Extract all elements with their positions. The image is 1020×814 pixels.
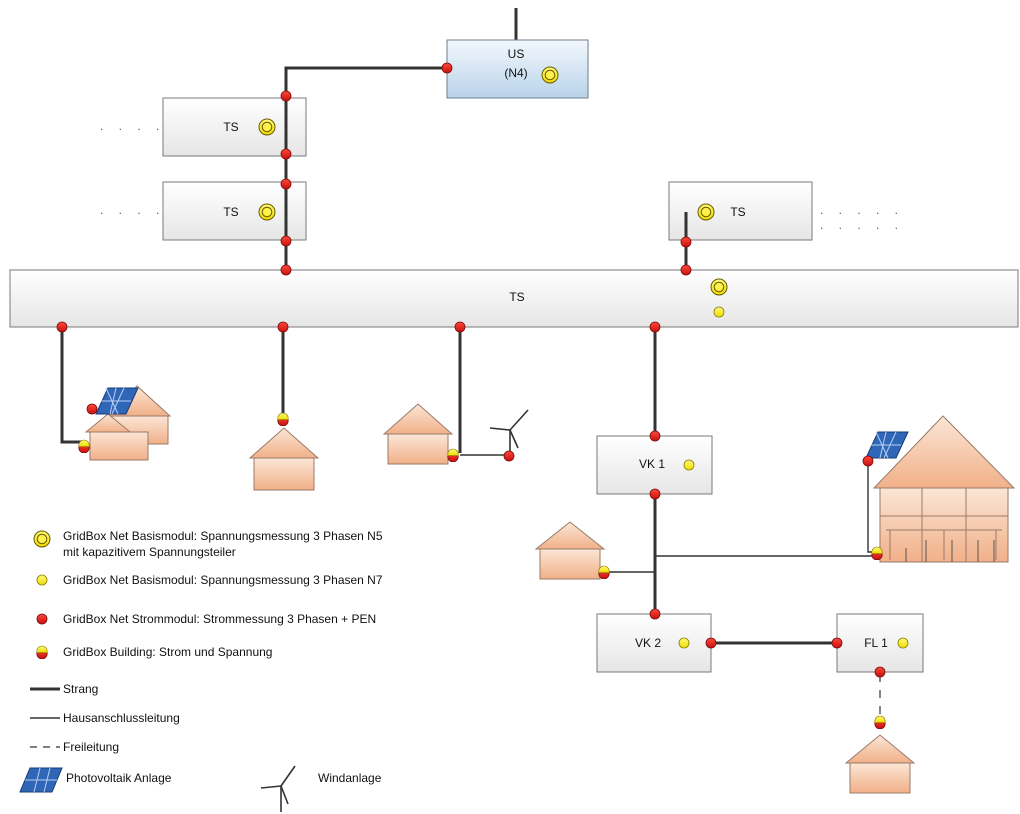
voltage-n5-ts-right[interactable] [697,203,715,221]
voltage-n7-vk2[interactable] [678,637,690,649]
current-ts-upper-bottom[interactable] [280,148,292,160]
current-feeder-2[interactable] [277,321,289,333]
vk2-box[interactable]: VK 2 [596,613,712,673]
legend-pv-icon [19,767,63,793]
voltage-n5-ts-bus[interactable] [710,278,728,296]
ts-bus-label: TS [509,290,524,304]
ts-right-box[interactable]: TS [668,181,813,241]
legend-freileitung-label: Freileitung [63,740,119,754]
vk2-label: VK 2 [635,636,661,650]
voltage-n5-ts-middle[interactable] [258,203,276,221]
building-vk-large[interactable] [871,546,883,560]
current-us-out[interactable] [441,62,453,74]
ts-bus-box[interactable]: TS [9,269,1019,328]
legend-n5-line1: GridBox Net Basismodul: Spannungsmessung… [63,529,383,543]
legend-n7-icon [36,574,48,586]
current-ts-bus-left-in[interactable] [280,264,292,276]
current-fl1-bottom[interactable] [874,666,886,678]
legend-hausanschluss-label: Hausanschlussleitung [63,711,180,725]
legend-wind-label: Windanlage [318,771,382,785]
ellipsis-left-upper: . . . . [100,119,165,133]
current-vk2-right[interactable] [705,637,717,649]
voltage-n5-ts-upper[interactable] [258,118,276,136]
current-wind[interactable] [503,450,515,462]
us-box[interactable]: US (N4) [446,39,589,99]
vk1-box[interactable]: VK 1 [596,435,713,495]
fl1-label: FL 1 [864,636,888,650]
vk1-label: VK 1 [639,457,665,471]
legend-wind-icon [260,765,296,812]
legend-n7-label: GridBox Net Basismodul: Spannungsmessung… [63,573,383,587]
pv-panel-feeder-1 [95,387,139,415]
ellipsis-left-middle: . . . . [100,203,165,217]
current-fl1-left[interactable] [831,637,843,649]
voltage-n7-fl1[interactable] [897,637,909,649]
legend-building-icon [36,645,48,659]
us-to-ts-line [284,66,447,270]
current-ts-middle-top[interactable] [280,178,292,190]
building-feeder-1[interactable] [78,439,90,453]
legend-strommodul-icon [36,613,48,625]
house-feeder-3 [382,403,454,465]
ts-upper-label: TS [223,120,238,134]
us-level-label: (N4) [504,66,527,80]
ts-middle-box[interactable]: TS [162,181,307,241]
ellipsis-right-row-1: . . . . . [820,203,904,217]
pv-riser-line [867,461,876,553]
current-feeder-3[interactable] [454,321,466,333]
legend: GridBox Net Basismodul: Spannungsmessung… [19,529,383,812]
current-vk1-top[interactable] [649,430,661,442]
house-feeder-2 [248,427,320,491]
house-fl1 [844,734,916,794]
building-feeder-2[interactable] [277,412,289,426]
strang-overlays [284,98,688,270]
fl1-box[interactable]: FL 1 [836,613,924,673]
current-pv-large-house[interactable] [862,455,874,467]
ts-right-label: TS [730,205,745,219]
pv-panel-large-house [865,431,909,459]
ellipsis-right-row-2: . . . . . [820,218,904,232]
current-vk2-top[interactable] [649,608,661,620]
legend-strang-label: Strang [63,682,98,696]
voltage-n7-ts-bus[interactable] [713,306,725,318]
current-pv-feeder-1[interactable] [86,403,98,415]
ts-middle-label: TS [223,205,238,219]
current-vk1-bottom[interactable] [649,488,661,500]
legend-n5-line2: mit kapazitivem Spannungsteiler [63,545,236,559]
legend-strommodul-label: GridBox Net Strommodul: Strommessung 3 P… [63,612,376,626]
house-feeder-1-front [84,413,149,461]
current-ts-right-bottom[interactable] [680,236,692,248]
current-ts-middle-bottom[interactable] [280,235,292,247]
legend-building-label: GridBox Building: Strom und Spannung [63,645,272,659]
current-feeder-1[interactable] [56,321,68,333]
house-vk-small [534,521,606,580]
legend-n5-icon [33,530,51,548]
us-name-label: US [508,47,525,61]
current-ts-bus-right-in[interactable] [680,264,692,276]
building-feeder-3[interactable] [447,448,459,462]
ts-upper-box[interactable]: TS [162,97,307,157]
voltage-n5-us[interactable] [541,66,559,84]
house-vk-large [872,415,1016,563]
current-feeder-4[interactable] [649,321,661,333]
wind-turbine-feeder-3 [489,409,529,456]
building-vk-small[interactable] [598,565,610,579]
current-ts-upper-top[interactable] [280,90,292,102]
legend-pv-label: Photovoltaik Anlage [66,771,172,785]
voltage-n7-vk1[interactable] [683,459,695,471]
feeder-1-line [60,327,84,444]
building-fl1[interactable] [874,715,886,729]
